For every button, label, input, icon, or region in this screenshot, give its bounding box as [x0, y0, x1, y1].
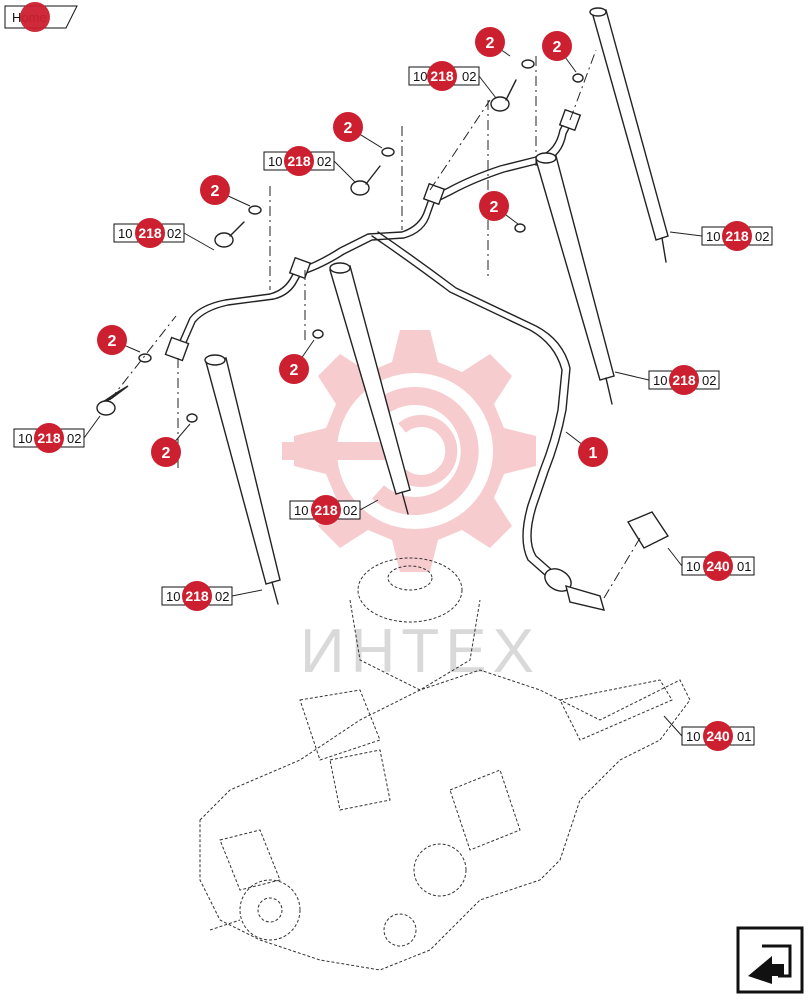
injection-pipe-assembly [164, 108, 606, 611]
ref-prefix: 10 [686, 729, 700, 744]
ref-prefix: 10 [686, 559, 700, 574]
ref-code: 218 [430, 68, 454, 84]
callout-washer-a[interactable]: 2 [475, 27, 505, 57]
ref-code-badge-injector-6[interactable]: 218 [34, 423, 64, 453]
callout-washer-c[interactable]: 2 [333, 112, 363, 142]
ref-code-badge-pump-2[interactable]: 240 [703, 721, 733, 751]
ref-suffix: 02 [755, 229, 769, 244]
ref-code: 218 [138, 225, 162, 241]
callout-number: 2 [486, 35, 495, 52]
ref-code-badge-injector-8[interactable]: 218 [182, 581, 212, 611]
ref-code: 218 [672, 372, 696, 388]
callout-number: 1 [589, 445, 598, 462]
callout-number: 2 [162, 445, 171, 462]
injection-pump [199, 557, 691, 971]
ref-prefix: 10 [268, 154, 282, 169]
injector-rear-right [589, 7, 669, 263]
ref-suffix: 02 [215, 589, 229, 604]
ref-suffix: 02 [67, 431, 81, 446]
callout-washer-f[interactable]: 2 [97, 325, 127, 355]
ref-code-badge-injector-2[interactable]: 218 [284, 146, 314, 176]
callout-number: 2 [344, 120, 353, 137]
ref-prefix: 10 [166, 589, 180, 604]
ref-code: 218 [314, 502, 338, 518]
ref-suffix: 02 [317, 154, 331, 169]
ref-code: 240 [706, 728, 730, 744]
callout-washer-e[interactable]: 2 [479, 191, 509, 221]
ref-code: 240 [706, 558, 730, 574]
ref-code: 218 [185, 588, 209, 604]
injector-front-left [204, 354, 281, 605]
alignment-lines [109, 49, 641, 599]
ref-prefix: 10 [294, 503, 308, 518]
watermark-logo [282, 330, 536, 572]
injector-front-right [329, 262, 411, 515]
ref-suffix: 01 [737, 559, 751, 574]
callout-number: 2 [211, 183, 220, 200]
ref-prefix: 10 [653, 373, 667, 388]
callout-washer-g[interactable]: 2 [279, 354, 309, 384]
ref-suffix: 02 [462, 69, 476, 84]
ref-box-pump-1[interactable]: 10 01 [681, 556, 755, 576]
injector-rear-left [535, 152, 615, 405]
ref-suffix: 02 [343, 503, 357, 518]
callout-pipe-1[interactable]: 1 [578, 437, 608, 467]
ref-code-badge-injector-3[interactable]: 218 [135, 218, 165, 248]
ref-code-badge-injector-4[interactable]: 218 [722, 221, 752, 251]
ref-code-badge-pump-1[interactable]: 240 [703, 551, 733, 581]
ref-prefix: 10 [413, 69, 427, 84]
callout-number: 2 [553, 39, 562, 56]
banjo-bolts-and-washers [96, 59, 670, 549]
ref-prefix: 10 [18, 431, 32, 446]
callout-number: 2 [490, 199, 499, 216]
ref-code-badge-injector-7[interactable]: 218 [311, 495, 341, 525]
exit-arrow-icon[interactable] [736, 926, 804, 994]
ref-code: 218 [287, 153, 311, 169]
ref-suffix: 02 [167, 226, 181, 241]
ref-prefix: 10 [706, 229, 720, 244]
callout-number: 2 [290, 362, 299, 379]
callout-washer-d[interactable]: 2 [200, 175, 230, 205]
ref-code: 218 [37, 430, 61, 446]
ref-code: 218 [725, 228, 749, 244]
ref-suffix: 02 [702, 373, 716, 388]
ref-code-badge-injector-1[interactable]: 218 [427, 61, 457, 91]
callout-washer-h[interactable]: 2 [151, 437, 181, 467]
ref-prefix: 10 [118, 226, 132, 241]
watermark-text: ИНТЕХ [300, 617, 540, 686]
home-button[interactable]: Home [4, 2, 78, 32]
ref-box-injector-4[interactable]: 10 02 [701, 226, 773, 246]
ref-code-badge-injector-5[interactable]: 218 [669, 365, 699, 395]
ref-suffix: 01 [737, 729, 751, 744]
callout-number: 2 [108, 333, 117, 350]
callout-washer-b[interactable]: 2 [542, 31, 572, 61]
